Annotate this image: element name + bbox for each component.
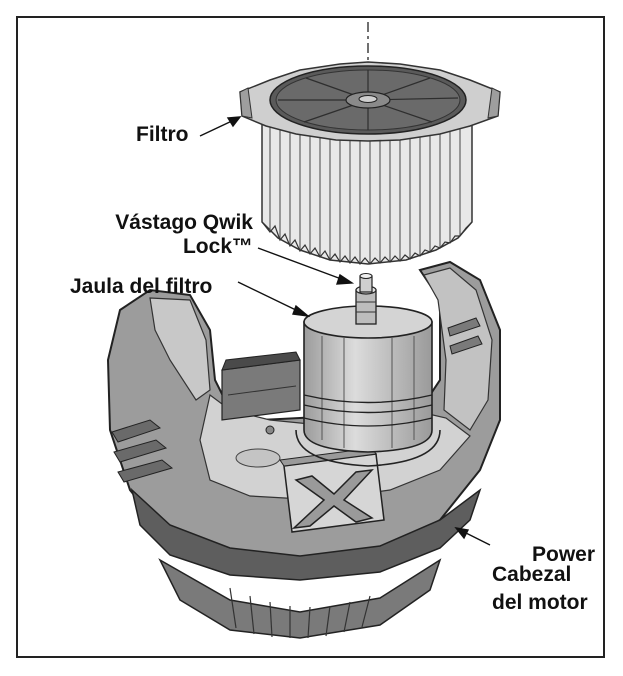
label-vastago-line1: Vástago Qwik (115, 212, 253, 234)
label-vastago-line2: Lock™ (183, 236, 253, 258)
filter-part (240, 62, 500, 264)
filter-cage-part (296, 306, 440, 466)
label-cabezal-line2: del motor (492, 592, 588, 614)
label-filtro: Filtro (136, 124, 189, 146)
motor-head-housing (108, 262, 500, 638)
label-jaula: Jaula del filtro (70, 276, 212, 298)
qwik-lock-stem (356, 274, 376, 325)
label-cabezal-line1: Cabezal (492, 564, 571, 586)
